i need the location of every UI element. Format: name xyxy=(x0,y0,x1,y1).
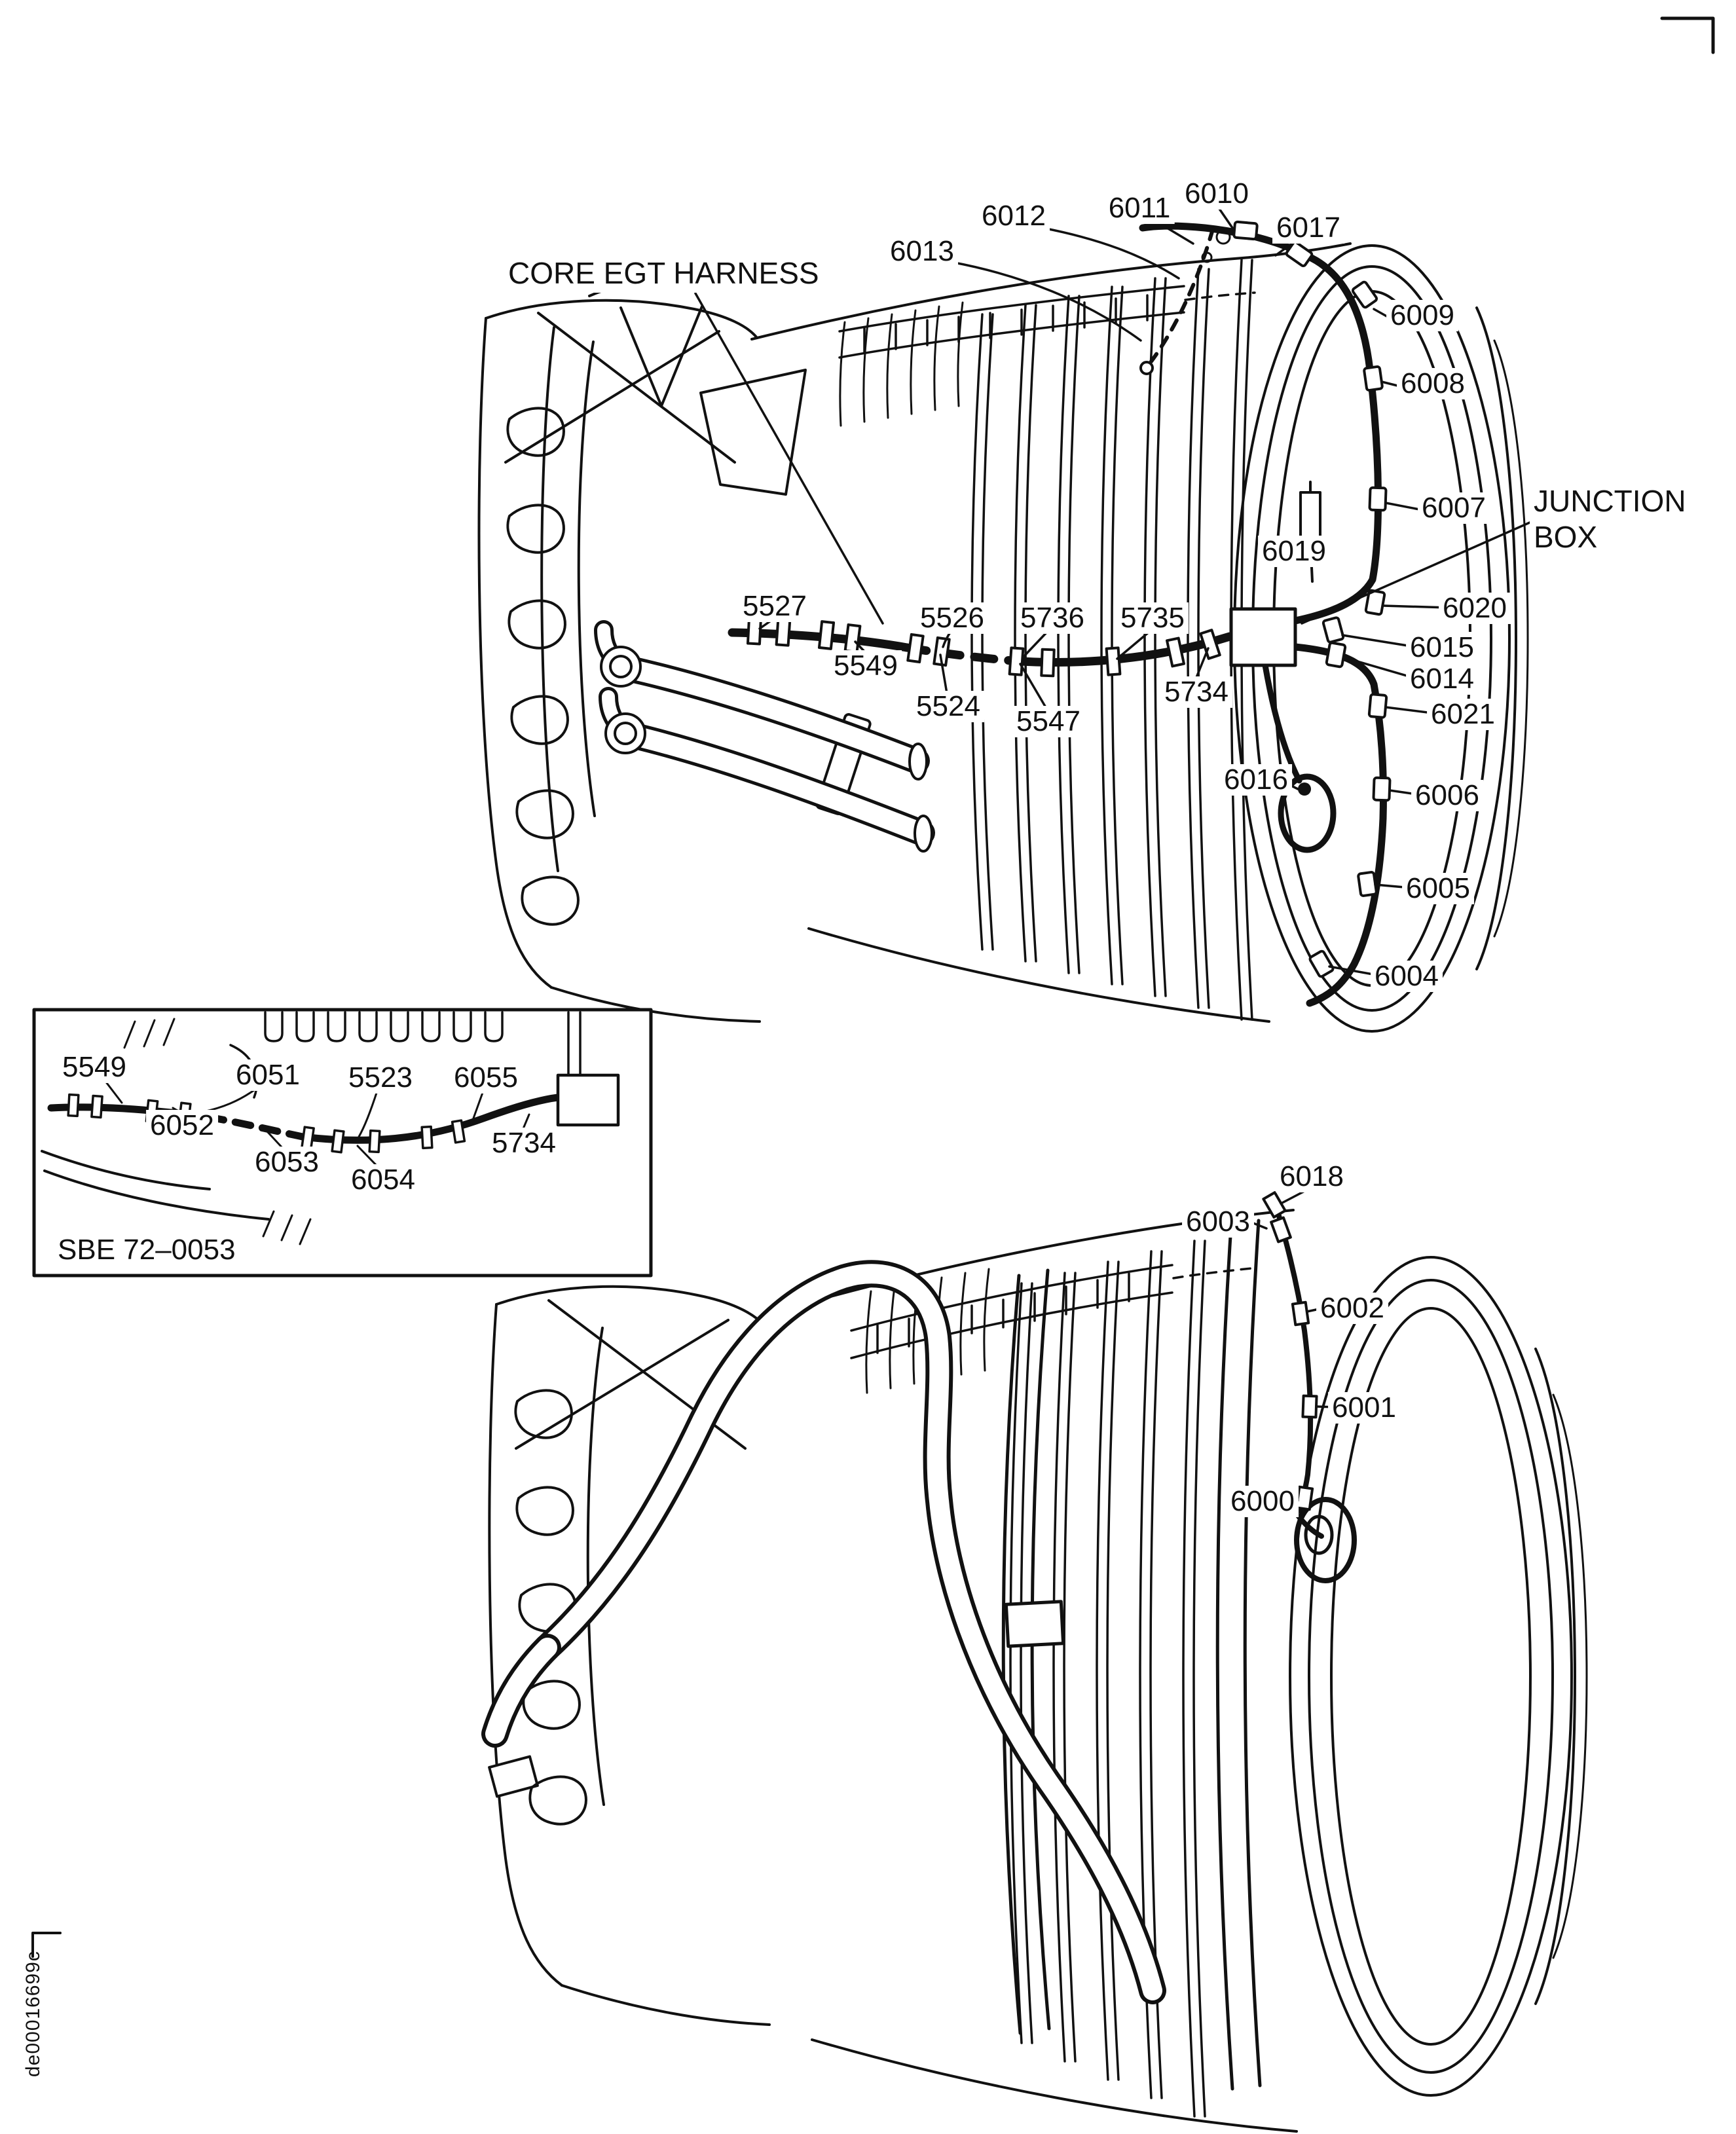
callout-6016: 6016 xyxy=(1220,764,1292,796)
callout-6020: 6020 xyxy=(1439,593,1511,624)
callout-5526: 5526 xyxy=(916,602,988,634)
bottom-straps xyxy=(1001,1219,1262,2091)
inset-callout-5523: 5523 xyxy=(344,1062,416,1094)
callout-6003: 6003 xyxy=(1182,1206,1254,1238)
callout-6010: 6010 xyxy=(1181,178,1253,210)
callout-5736: 5736 xyxy=(1016,602,1088,634)
callout-6008: 6008 xyxy=(1397,368,1469,399)
callout-6012: 6012 xyxy=(978,200,1050,232)
inset-caption: SBE 72–0053 xyxy=(55,1232,238,1268)
callout-6005: 6005 xyxy=(1402,873,1474,904)
code-bracket-mark xyxy=(31,1932,62,1958)
callout-6014: 6014 xyxy=(1406,663,1478,695)
top-engine-art xyxy=(477,206,1531,1033)
callout-5734: 5734 xyxy=(1160,676,1232,708)
inset-callout-6053: 6053 xyxy=(251,1147,323,1178)
callout-5524: 5524 xyxy=(912,691,984,722)
inset-comb xyxy=(123,1011,582,1076)
callout-6006: 6006 xyxy=(1411,780,1483,811)
callout-6013: 6013 xyxy=(886,236,958,267)
top-leader-lines xyxy=(694,206,1531,977)
junction-box-label: JUNCTION BOX xyxy=(1530,482,1690,557)
bottom-case-ribs xyxy=(1009,1240,1206,2118)
junction-box-label-line1: JUNCTION xyxy=(1534,484,1686,518)
harness-fittings xyxy=(746,616,1221,678)
callout-6001: 6001 xyxy=(1328,1392,1400,1424)
bottom-leader-lines xyxy=(1246,1188,1339,1502)
callout-5547: 5547 xyxy=(1012,706,1084,737)
junction-box-label-line2: BOX xyxy=(1534,520,1598,555)
corner-mark xyxy=(1660,16,1715,54)
figure-code: de00016699c xyxy=(22,1951,44,2077)
callout-5735: 5735 xyxy=(1117,602,1189,634)
callout-6000: 6000 xyxy=(1227,1486,1299,1517)
inset-callout-5549: 5549 xyxy=(58,1052,130,1083)
fuel-tubes xyxy=(594,620,935,853)
callout-6011: 6011 xyxy=(1104,193,1175,224)
core-egt-harness-label: CORE EGT HARNESS xyxy=(504,254,823,293)
callout-6019: 6019 xyxy=(1258,536,1330,567)
inset-bottom-curves xyxy=(41,1150,312,1245)
top-bracket-rail xyxy=(838,285,1256,359)
bottom-pipe xyxy=(481,1260,1166,2004)
junction-box xyxy=(1229,607,1297,667)
callout-6015: 6015 xyxy=(1406,632,1478,663)
top-ridges xyxy=(839,301,964,427)
callout-6002: 6002 xyxy=(1316,1293,1388,1324)
inset-callout-6052: 6052 xyxy=(146,1110,218,1141)
inset-callout-6054: 6054 xyxy=(347,1164,419,1196)
callout-6007: 6007 xyxy=(1418,492,1490,524)
inset-callout-6055: 6055 xyxy=(450,1062,522,1094)
callout-6018: 6018 xyxy=(1276,1161,1348,1192)
inset-callout-5734: 5734 xyxy=(488,1128,560,1159)
inset-callout-6051: 6051 xyxy=(232,1059,304,1091)
bottom-harness xyxy=(1272,1197,1357,1583)
callout-6009: 6009 xyxy=(1386,300,1458,331)
callout-6021: 6021 xyxy=(1427,699,1499,730)
bottom-flange-rings xyxy=(1289,1256,1588,2097)
callout-6017: 6017 xyxy=(1272,212,1344,244)
callout-6004: 6004 xyxy=(1371,961,1443,992)
top-fan-frame xyxy=(477,281,807,1023)
callout-5549: 5549 xyxy=(830,650,902,682)
callout-5527: 5527 xyxy=(739,591,811,622)
bottom-engine-art xyxy=(481,1188,1588,2133)
